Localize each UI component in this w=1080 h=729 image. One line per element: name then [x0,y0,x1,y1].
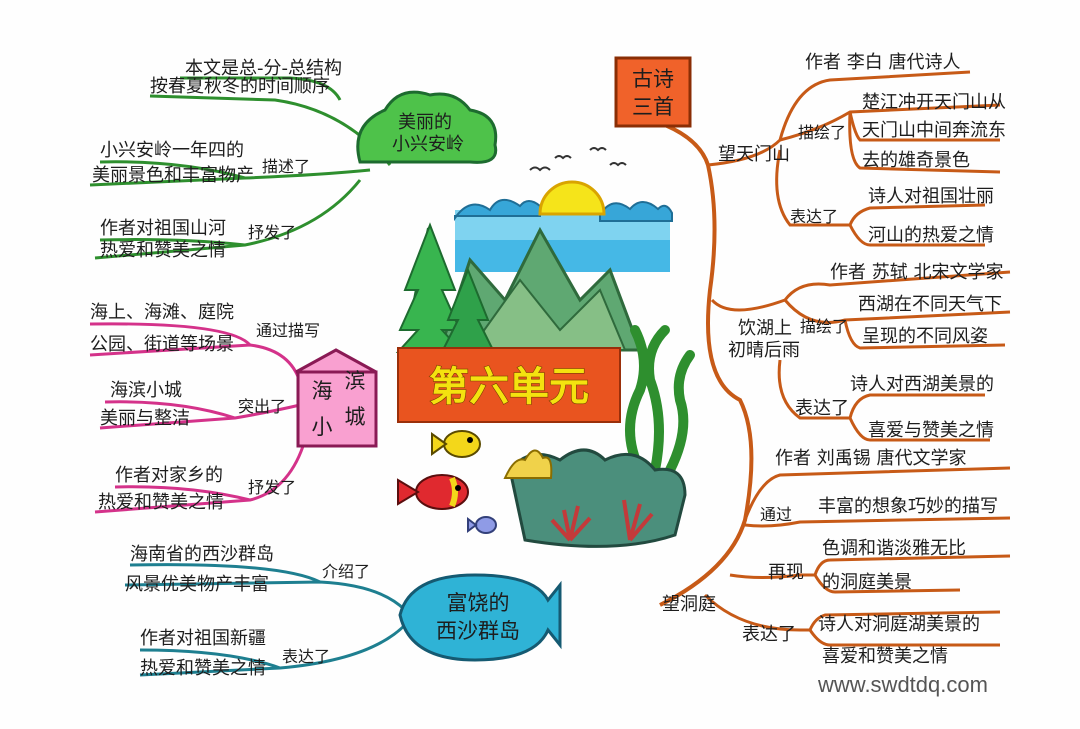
cloud-right [599,201,673,222]
poem-title: 望洞庭 [662,594,716,615]
branch-label: 再现 [768,562,804,583]
node-text: 诗人对祖国壮丽 [868,186,994,207]
branch-label: 表达了 [790,207,838,226]
topic-title: 小 [312,415,333,439]
node-text: 诗人对西湖美景的 [850,374,994,395]
sun-icon [538,180,606,216]
branch-label: 表达了 [795,398,849,419]
coral-icon [622,499,654,542]
node-text: 楚江冲开天门山从 [862,92,1006,113]
watermark-text: www.swdtdq.com [817,672,988,697]
node-text: 海上、海滩、庭院 [90,302,234,323]
node-text: 天门山中间奔流东 [862,120,1006,141]
node-text: 按春夏秋冬的时间顺序 [150,76,330,97]
node-text: 色调和谐淡雅无比 [822,538,966,559]
cloud-left [454,199,541,222]
branch-label: 通过描写 [256,321,320,340]
poem-author: 作者 李白 唐代诗人 [805,52,960,73]
node-text: 本文是总-分-总结构 [185,58,342,79]
node-text: 作者对祖国新疆 [140,628,266,649]
node-text: 作者对家乡的 [115,465,223,486]
node-text: 美丽与整洁 [100,408,190,429]
branch-label: 表达了 [282,647,330,666]
branch-label: 介绍了 [322,562,370,581]
bird-icon [554,155,572,160]
topic-title: 古诗 [632,67,674,91]
branch-label: 抒发了 [248,478,296,497]
node-text: 河山的热爱之情 [868,225,994,246]
branch-label: 描绘了 [798,123,846,142]
node-text: 美丽景色和丰富物产 [92,165,254,186]
topic-title: 小兴安岭 [392,134,464,155]
topic-title: 富饶的 [447,591,510,615]
topic-xiaoxinganling: 美丽的 小兴安岭 本文是总-分-总结构 按春夏秋冬的时间顺序 描述了 小兴安岭一… [89,58,498,261]
poem-author: 作者 苏轼 北宋文学家 [830,262,1003,283]
node-text: 去的雄奇景色 [862,150,970,171]
node-text: 喜爱和赞美之情 [822,646,948,667]
branch-label: 表达了 [742,624,796,645]
node-text: 呈现的不同风姿 [862,326,988,347]
topic-node-mountain [356,90,498,164]
node-text: 海南省的西沙群岛 [130,544,274,565]
center-illustration: 第六单元 [395,147,695,548]
node-text: 丰富的想象巧妙的描写 [818,496,998,517]
branch-label: 描绘了 [800,317,848,336]
seaweed-icon [625,325,695,475]
node-text: 公园、街道等场景 [90,334,234,355]
fish-icon [467,516,497,534]
center-title-box [397,347,621,423]
node-text: 诗人对洞庭湖美景的 [818,614,980,635]
node-text: 热爱和赞美之情 [98,492,224,513]
poem-title: 饮湖上 [738,318,792,339]
branch-label: 通过 [760,505,792,524]
node-text: 风景优美物产丰富 [125,574,269,595]
topic-xisha: 富饶的 西沙群岛 介绍了 海南省的西沙群岛 风景优美物产丰富 表达了 作者对祖国… [124,544,562,679]
branch-label: 突出了 [238,397,286,416]
fish-icon [397,474,469,510]
bird-icon [589,147,607,152]
poem-title: 初晴后雨 [728,340,800,361]
topic-gushi: 古诗 三首 望天门山 作者 李白 唐代诗人 描绘了 楚江冲开天门山从 天门山中间… [614,52,1011,667]
topic-node-box [614,56,692,128]
center-title: 第六单元 [429,364,589,410]
node-text: 热爱和赞美之情 [140,658,266,679]
node-text: 热爱和赞美之情 [100,240,226,261]
node-text: 小兴安岭一年四的 [100,140,244,161]
node-text: 西湖在不同天气下 [858,294,1002,315]
node-text: 的洞庭美景 [822,572,912,593]
topic-node-house [296,370,378,448]
topic-node-fish [398,573,562,662]
topic-title: 三首 [632,95,674,119]
fish-icon [431,430,481,458]
branch-label: 描述了 [262,157,310,176]
coral-icon [550,505,592,542]
topic-title: 海 [312,379,333,403]
branch-label: 抒发了 [248,223,296,242]
topic-title: 城 [345,405,366,429]
bird-icon [529,166,551,172]
topic-haibinxiaocheng: 海 滨 小 城 通过描写 海上、海滩、庭院 公园、街道等场景 突出了 海滨小城 … [89,302,378,514]
poem-title: 望天门山 [718,144,790,165]
node-text: 作者对祖国山河 [100,218,226,239]
poem-author: 作者 刘禹锡 唐代文学家 [775,448,966,469]
shell-icon [503,449,553,479]
bird-icon [609,162,627,167]
topic-title: 滨 [345,369,366,393]
topic-title: 美丽的 [398,112,452,133]
node-text: 海滨小城 [110,380,182,401]
node-text: 喜爱与赞美之情 [868,420,994,441]
topic-title: 西沙群岛 [436,619,520,643]
